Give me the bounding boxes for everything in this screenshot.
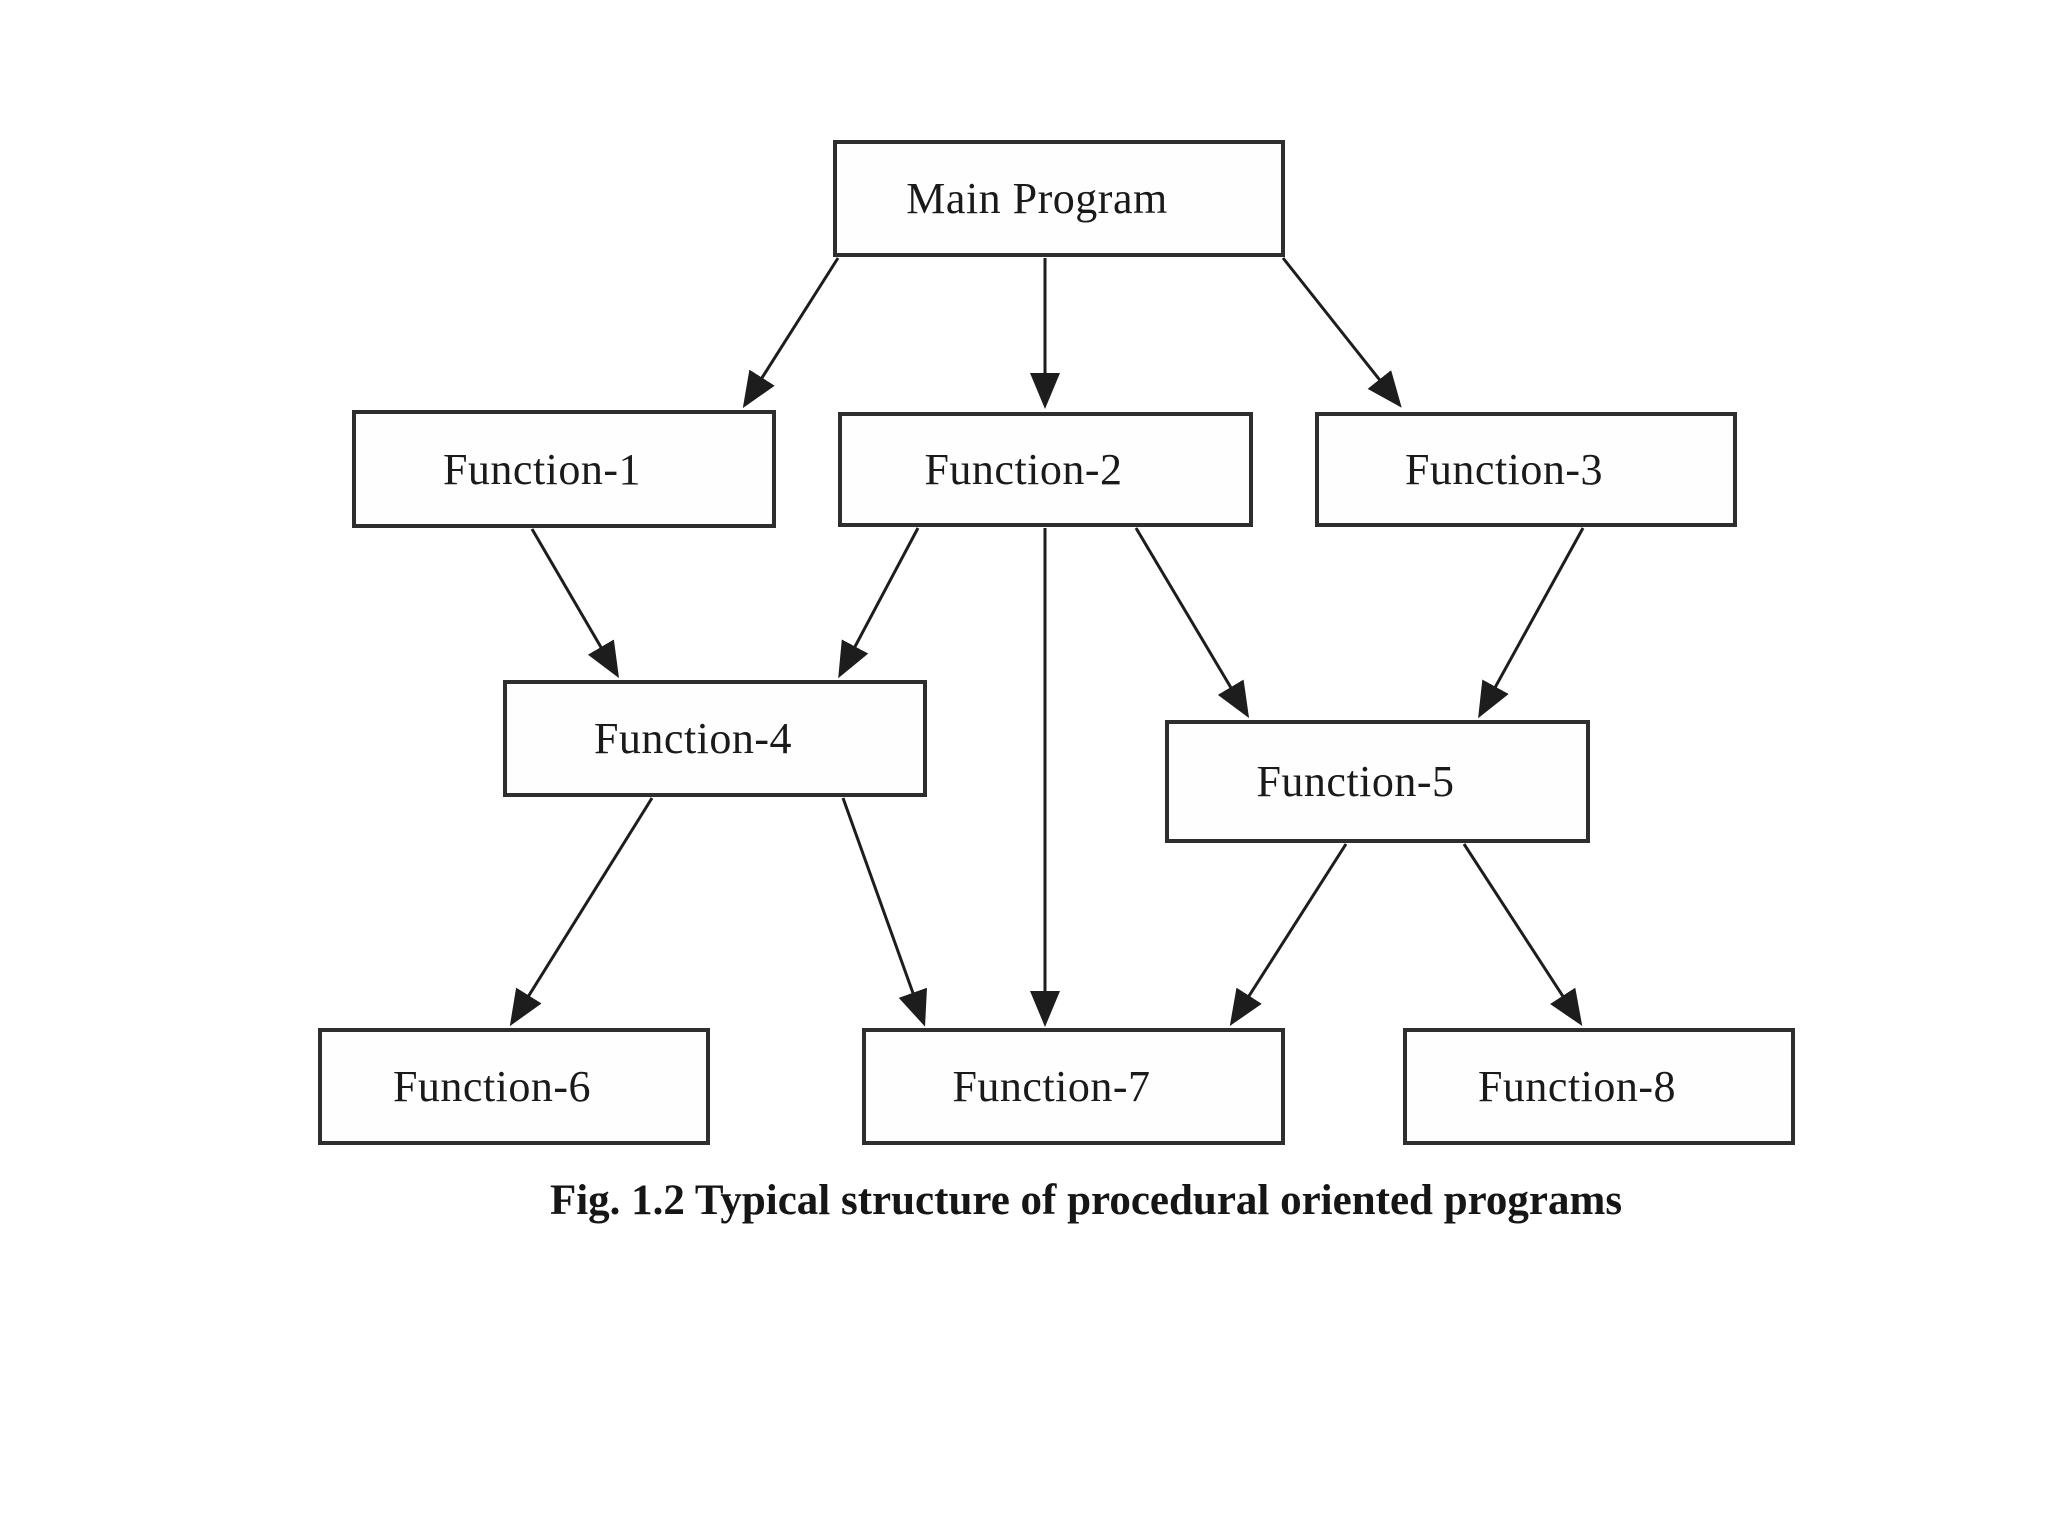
node-function-3: Function-3 <box>1315 412 1737 527</box>
node-label: Function-1 <box>442 444 642 494</box>
node-label: Function-3 <box>1404 445 1604 494</box>
edge-main-to-f1 <box>742 257 840 409</box>
node-label: Function-8 <box>1477 1062 1677 1111</box>
edge-f5-to-f7 <box>1229 843 1348 1027</box>
edge-f2-to-f4 <box>838 527 920 679</box>
node-label: Main Program <box>906 174 1168 223</box>
edge-f1-to-f4 <box>530 528 620 679</box>
edge-f3-to-f5 <box>1478 527 1585 719</box>
edge-f5-to-f8 <box>1462 843 1583 1027</box>
node-function-1: Function-1 <box>352 410 776 528</box>
node-label: Function-6 <box>392 1062 592 1111</box>
node-function-5: Function-5 <box>1165 720 1590 843</box>
node-function-7: Function-7 <box>862 1028 1285 1145</box>
edge-f2-to-f5 <box>1134 527 1250 719</box>
node-function-2: Function-2 <box>838 412 1253 527</box>
node-main-program: Main Program <box>833 140 1285 257</box>
node-label: Function-5 <box>1256 757 1455 806</box>
node-label: Function-7 <box>952 1062 1151 1111</box>
edge-f4-to-f6 <box>509 797 654 1027</box>
node-label: Function-4 <box>593 714 793 763</box>
figure-caption: Fig. 1.2 Typical structure of procedural… <box>549 1177 1623 1224</box>
node-function-8: Function-8 <box>1403 1028 1795 1145</box>
edge-main-to-f3 <box>1281 257 1402 408</box>
node-function-4: Function-4 <box>503 680 927 797</box>
node-function-6: Function-6 <box>318 1028 710 1145</box>
node-label: Function-2 <box>924 445 1123 494</box>
edge-f4-to-f7 <box>841 797 927 1027</box>
